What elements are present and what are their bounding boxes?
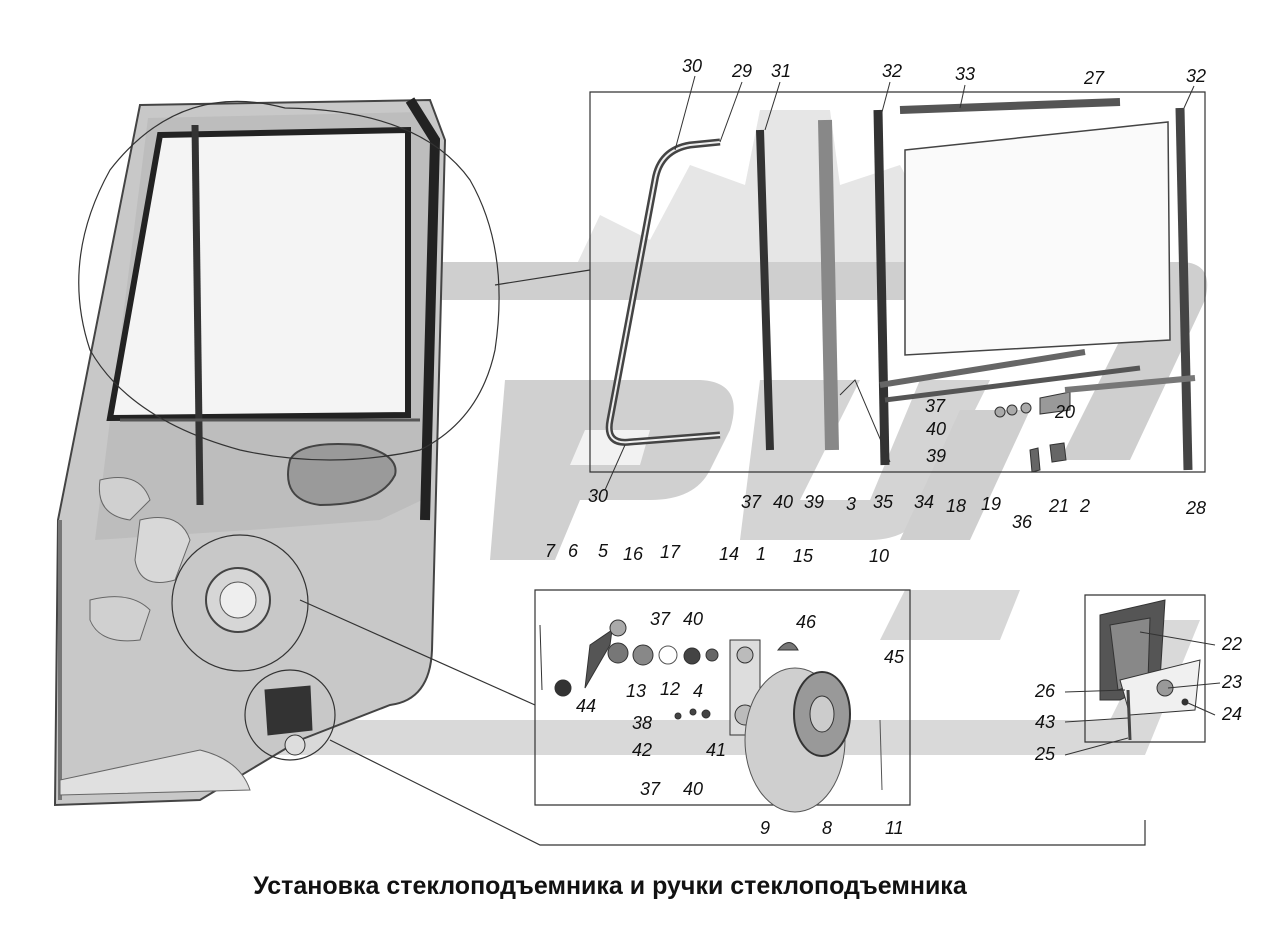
- callout-46: 46: [796, 612, 817, 632]
- callout-33: 33: [955, 64, 975, 84]
- callout-28: 28: [1185, 498, 1206, 518]
- regulator-assembly: [539, 619, 883, 813]
- callout-2: 2: [1079, 496, 1090, 516]
- callout-30: 30: [682, 56, 702, 76]
- callout-11: 11: [885, 818, 904, 838]
- callout-15: 15: [793, 546, 814, 566]
- callout-37: 37: [925, 396, 946, 416]
- callout-37c: 37: [650, 609, 671, 629]
- callout-guides: [78, 91, 1206, 846]
- callout-45: 45: [884, 647, 905, 667]
- callout-34: 34: [914, 492, 934, 512]
- callout-19: 19: [981, 494, 1001, 514]
- callout-36: 36: [1012, 512, 1033, 532]
- callout-6: 6: [568, 541, 579, 561]
- callout-44: 44: [576, 696, 596, 716]
- callout-10: 10: [869, 546, 889, 566]
- callout-27: 27: [1083, 68, 1105, 88]
- callout-18: 18: [946, 496, 966, 516]
- callout-29: 29: [731, 61, 752, 81]
- callout-20: 20: [1054, 402, 1075, 422]
- handle-detail: [1099, 599, 1201, 741]
- callout-12: 12: [660, 679, 680, 699]
- callout-labels: 30 29 31 32 33 27 32 37 20 40 39 30 37 4…: [545, 56, 1242, 838]
- callout-5: 5: [598, 541, 609, 561]
- callout-30b: 30: [588, 486, 608, 506]
- callout-23: 23: [1221, 672, 1242, 692]
- callout-37d: 37: [640, 779, 661, 799]
- callout-41: 41: [706, 740, 726, 760]
- callout-38: 38: [632, 713, 652, 733]
- callout-40b: 40: [773, 492, 793, 512]
- callout-17: 17: [660, 542, 681, 562]
- door-panel: [53, 97, 447, 807]
- callout-4: 4: [693, 681, 703, 701]
- callout-21: 21: [1048, 496, 1069, 516]
- callout-31: 31: [771, 61, 791, 81]
- callout-32: 32: [882, 61, 902, 81]
- callout-39: 39: [926, 446, 946, 466]
- callout-37b: 37: [741, 492, 762, 512]
- callout-22: 22: [1221, 634, 1242, 654]
- callout-35: 35: [873, 492, 894, 512]
- window-assembly: [605, 98, 1196, 473]
- callout-16: 16: [623, 544, 644, 564]
- callout-1: 1: [756, 544, 766, 564]
- callout-40: 40: [926, 419, 946, 439]
- callout-3: 3: [846, 494, 856, 514]
- callout-25: 25: [1034, 744, 1056, 764]
- callout-42: 42: [632, 740, 652, 760]
- callout-8: 8: [822, 818, 832, 838]
- callout-14: 14: [719, 544, 739, 564]
- callout-43: 43: [1035, 712, 1055, 732]
- callout-7: 7: [545, 541, 556, 561]
- callout-leaders: [604, 75, 1221, 756]
- callout-39b: 39: [804, 492, 824, 512]
- callout-40c: 40: [683, 609, 703, 629]
- callout-40d: 40: [683, 779, 703, 799]
- callout-24: 24: [1221, 704, 1242, 724]
- callout-26: 26: [1034, 681, 1056, 701]
- callout-9: 9: [760, 818, 770, 838]
- callout-13: 13: [626, 681, 646, 701]
- diagram-caption: Установка стеклоподъемника и ручки стекл…: [253, 872, 967, 900]
- callout-32b: 32: [1186, 66, 1206, 86]
